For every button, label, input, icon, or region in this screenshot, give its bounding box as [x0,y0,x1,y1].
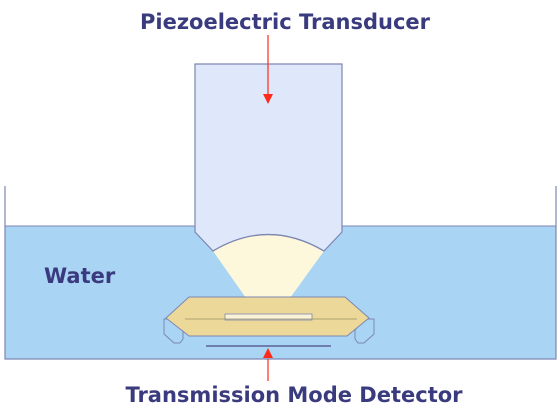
transducer-label: Piezoelectric Transducer [140,10,431,34]
water-label: Water [44,264,116,288]
detector-label: Transmission Mode Detector [125,383,463,407]
specimen-inner-layer [224,313,313,321]
transducer-arrow-head [263,94,273,104]
tank-walls [4,186,557,360]
detector-arrow-head [263,348,273,358]
transducer-lens [212,233,325,252]
ultrasound-beam [213,234,324,307]
